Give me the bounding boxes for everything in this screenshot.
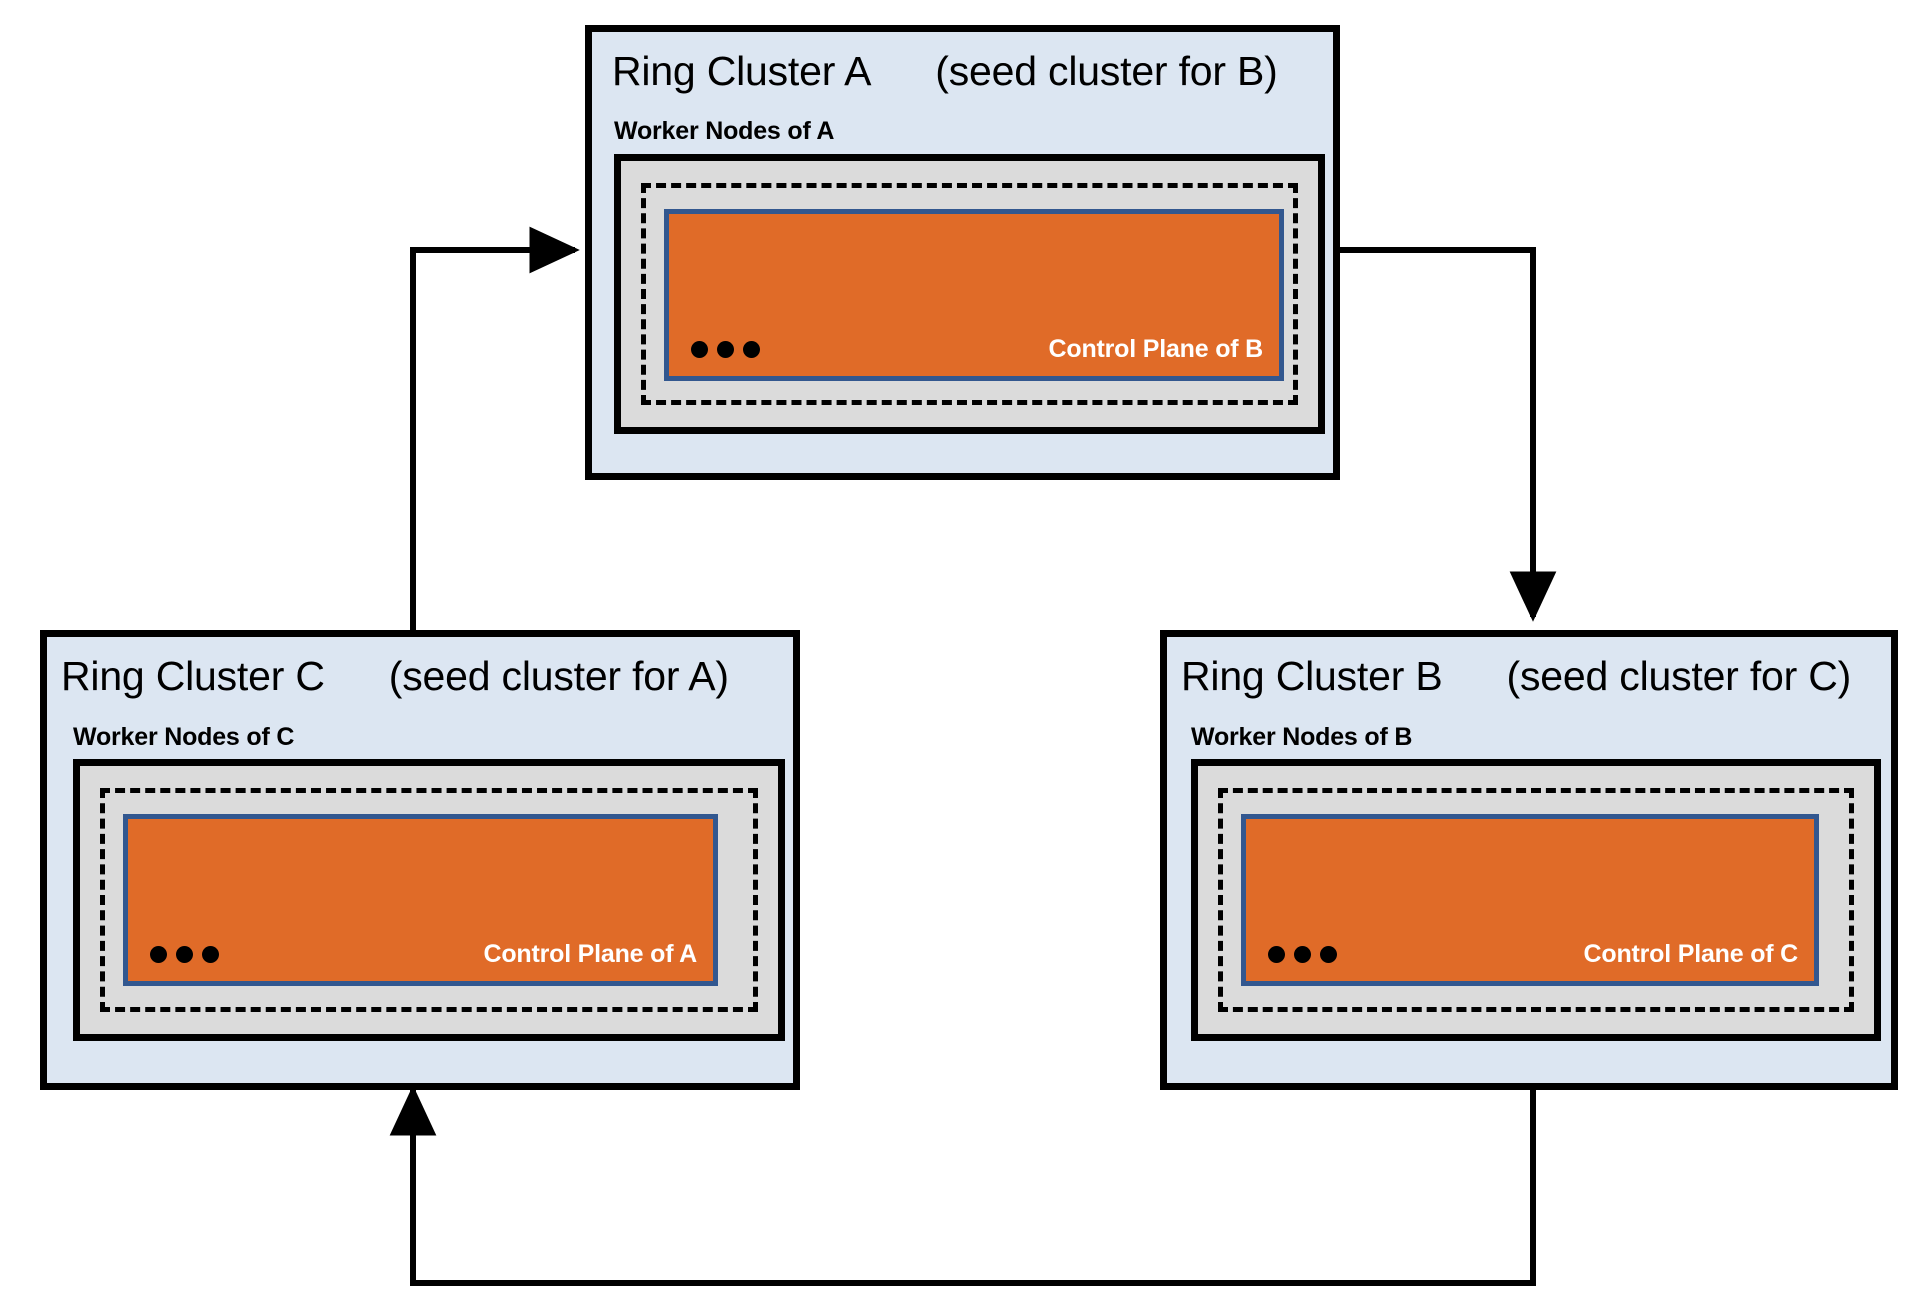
cluster-box-a[interactable]: Ring Cluster A (seed cluster for B) Worke…	[585, 25, 1340, 480]
worker-dashed-frame-c	[100, 788, 758, 1012]
worker-nodes-label-a: Worker Nodes of A	[614, 117, 835, 145]
ellipsis-dots-a	[691, 341, 760, 358]
ellipsis-dots-c	[150, 946, 219, 963]
cluster-title-text-c: Ring Cluster C	[61, 653, 325, 699]
arrow-b-to-c	[389, 1072, 1536, 1286]
cluster-seed-note-b: (seed cluster for C)	[1506, 653, 1852, 699]
cluster-box-b[interactable]: Ring Cluster B (seed cluster for C) Worke…	[1160, 630, 1898, 1090]
worker-nodes-box-c[interactable]: Control Plane of A	[73, 759, 785, 1041]
control-plane-label-b: Control Plane of C	[1583, 940, 1799, 968]
arrow-a-to-b	[1339, 247, 1557, 622]
control-plane-box-b[interactable]: Control Plane of C	[1241, 814, 1819, 986]
control-plane-box-a[interactable]: Control Plane of B	[664, 209, 1284, 381]
worker-dashed-frame-a	[641, 183, 1298, 405]
control-plane-label-c: Control Plane of A	[483, 940, 697, 968]
control-plane-label-a: Control Plane of B	[1048, 335, 1264, 363]
worker-nodes-box-a[interactable]: Control Plane of B	[614, 154, 1325, 434]
ellipsis-dots-b	[1268, 946, 1337, 963]
cluster-box-c[interactable]: Ring Cluster C (seed cluster for A) Worke…	[40, 630, 800, 1090]
cluster-title-c: Ring Cluster C (seed cluster for A)	[61, 653, 729, 700]
cluster-title-text-a: Ring Cluster A	[612, 48, 872, 94]
worker-nodes-box-b[interactable]: Control Plane of C	[1191, 759, 1881, 1041]
cluster-seed-note-a: (seed cluster for B)	[935, 48, 1278, 94]
worker-nodes-label-b: Worker Nodes of B	[1191, 723, 1413, 751]
worker-dashed-frame-b	[1218, 788, 1854, 1012]
control-plane-box-c[interactable]: Control Plane of A	[123, 814, 718, 986]
arrow-c-to-a	[410, 226, 580, 630]
cluster-title-text-b: Ring Cluster B	[1181, 653, 1443, 699]
cluster-seed-note-c: (seed cluster for A)	[388, 653, 729, 699]
cluster-title-a: Ring Cluster A (seed cluster for B)	[612, 48, 1278, 95]
worker-nodes-label-c: Worker Nodes of C	[73, 723, 295, 751]
cluster-title-b: Ring Cluster B (seed cluster for C)	[1181, 653, 1851, 700]
